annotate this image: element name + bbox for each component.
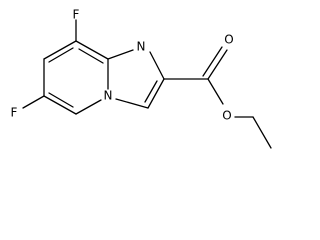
bond-c8a-c8	[75, 40, 109, 60]
fluorine-top-label: F	[73, 8, 80, 22]
bond-c8a-nimine	[107, 49, 134, 60]
bond-c5-nbridge	[75, 99, 102, 115]
bond-carbonyl-o	[207, 49, 228, 80]
bond-c6-f	[22, 95, 45, 109]
atom-labels: F F N N O O	[11, 8, 234, 123]
bond-c6-c5-inner	[48, 92, 74, 108]
pyridine-ring	[43, 40, 109, 115]
bond-c2-c3-inner	[144, 80, 158, 103]
ester-chain	[163, 46, 272, 149]
fluorine-bonds	[22, 19, 77, 109]
bond-carbonyl-o-2	[202, 46, 223, 77]
bond-c6-c5	[43, 95, 77, 115]
bond-c8a-c8-inner	[78, 48, 104, 64]
oxygen-carbonyl-label: O	[224, 33, 233, 47]
nitrogen-bridge-label: N	[104, 89, 113, 103]
bond-c8-c7-inner	[48, 47, 74, 63]
fluorine-left-label: F	[11, 106, 18, 120]
imidazole-ring	[107, 49, 165, 109]
oxygen-ester-label: O	[222, 109, 231, 123]
nitrogen-imine-label: N	[137, 40, 146, 54]
molecule-structure: F F N N O O	[11, 8, 272, 149]
bond-carbonyl-oester	[207, 78, 224, 105]
bond-c3-nbridge	[115, 98, 149, 109]
bond-ch2-ch3	[252, 116, 272, 149]
bond-nimine-c2	[149, 51, 165, 80]
bond-c8-c7	[43, 40, 77, 60]
bond-c2-c3	[147, 78, 165, 109]
